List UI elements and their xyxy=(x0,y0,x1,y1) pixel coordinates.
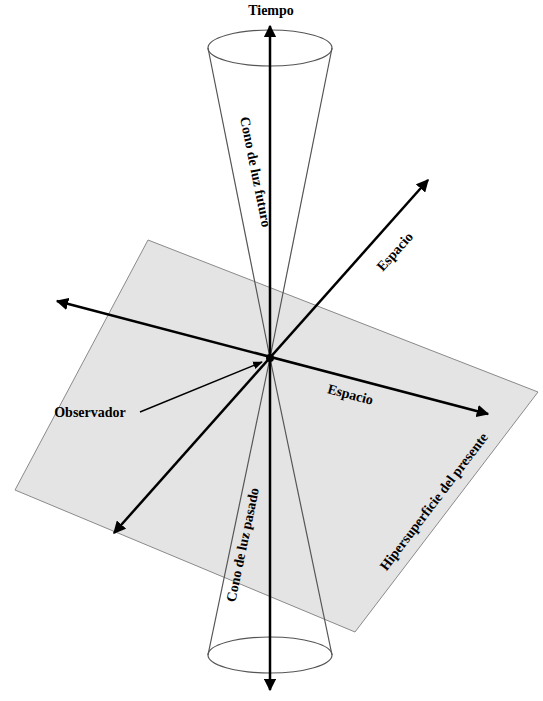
cone-edge xyxy=(270,48,332,358)
cone-edge xyxy=(270,358,332,655)
axis-label: Tiempo xyxy=(248,4,294,18)
axis-label: Espacio xyxy=(374,230,415,274)
observer-label: Observador xyxy=(54,406,126,420)
leader-line xyxy=(140,362,262,412)
space-axis xyxy=(114,180,428,533)
cone-label: Cono de luz futuro xyxy=(237,116,273,229)
observer-point xyxy=(266,354,274,362)
space-axis xyxy=(57,301,488,414)
present-hypersurface xyxy=(15,240,538,632)
cone-edge xyxy=(208,358,270,655)
